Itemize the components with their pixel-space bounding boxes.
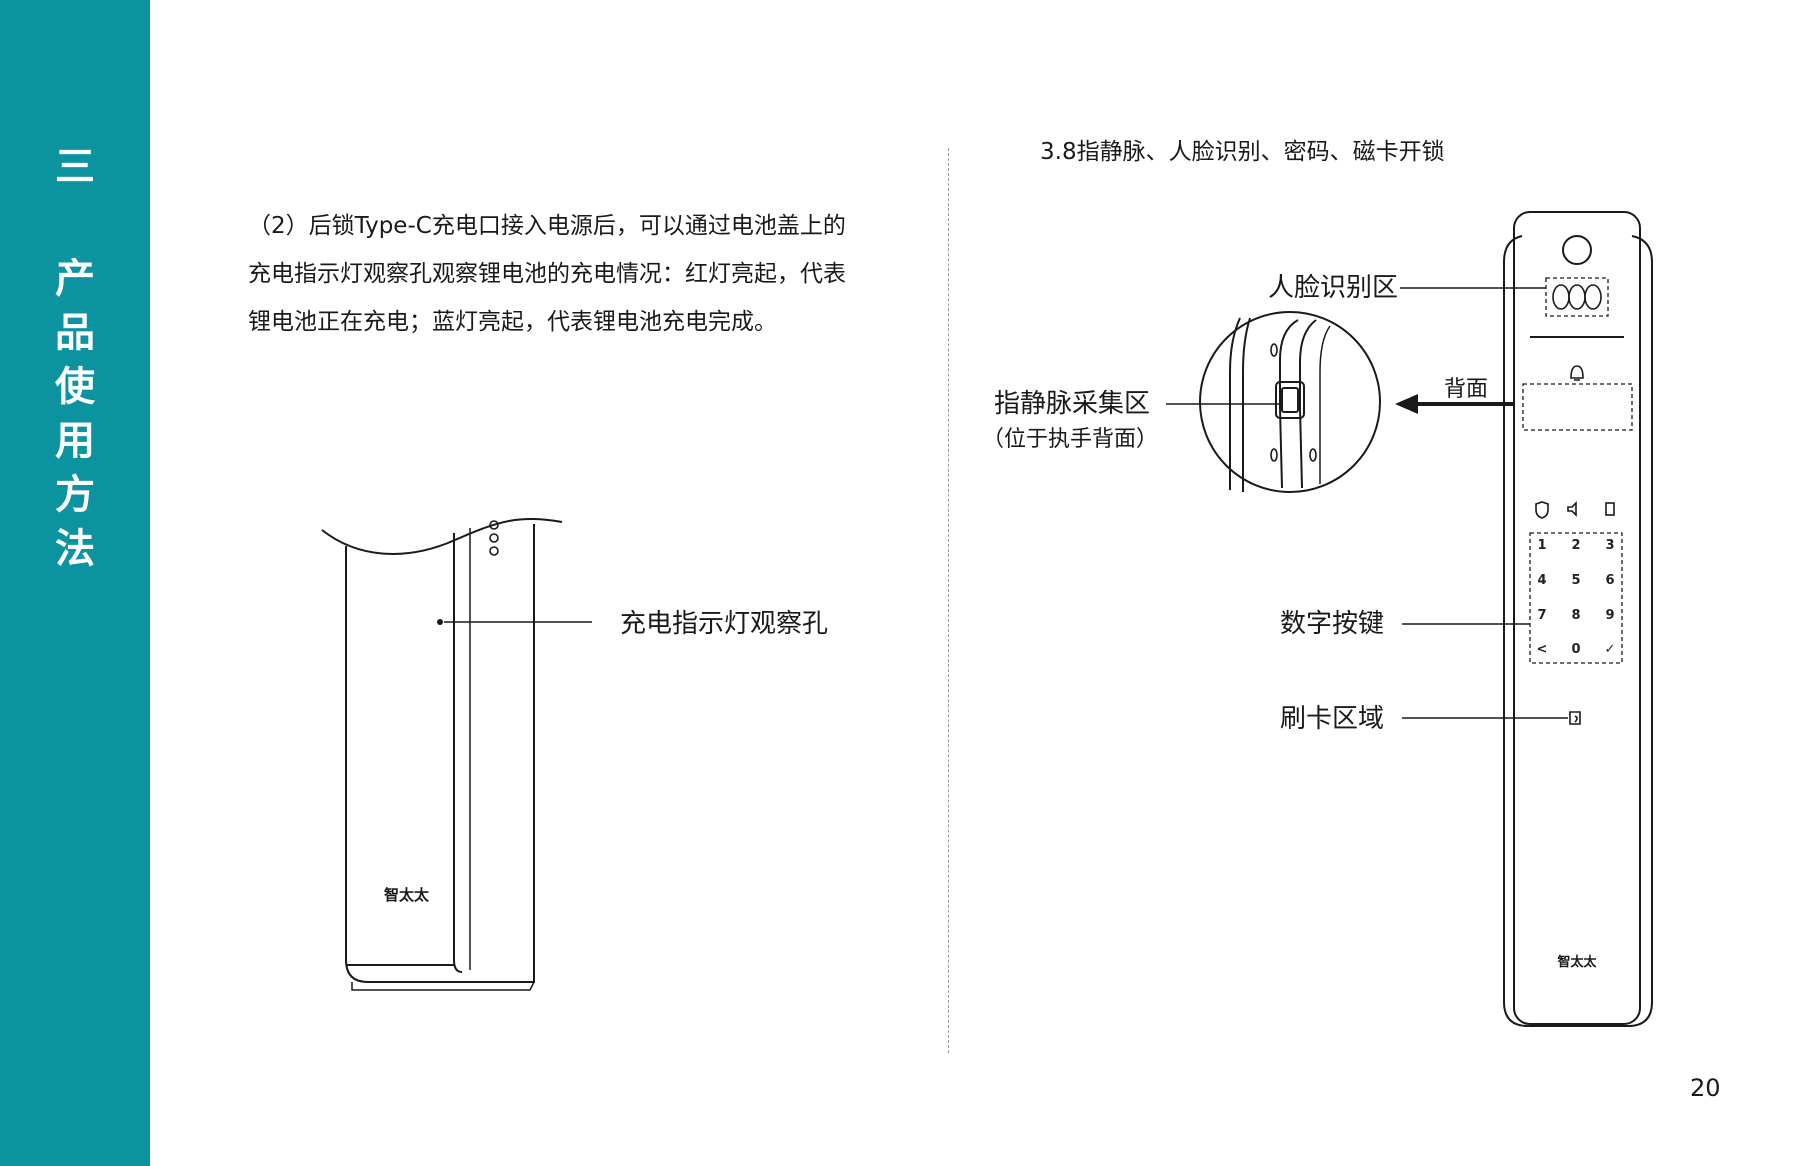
chapter-title: 产 品 使 用 方 法 (0, 252, 150, 576)
keypad-key: 9 (1605, 608, 1614, 623)
keypad-key: 5 (1571, 573, 1580, 588)
face-zone-label: 人脸识别区 (1268, 273, 1398, 303)
chapter-title-char: 使 (55, 364, 95, 410)
arrow-head-icon (1395, 394, 1418, 414)
screw-icon (1309, 448, 1317, 462)
face-sensor (1552, 284, 1570, 310)
brand-logo: 智太太 (384, 886, 430, 904)
back-label: 背面 (1444, 377, 1488, 402)
section-heading: 3.8指静脉、人脸识别、密码、磁卡开锁 (1040, 139, 1445, 165)
card-reader-icon (1569, 711, 1581, 725)
keypad-key: 3 (1605, 538, 1614, 553)
speaker-icon (1567, 501, 1577, 517)
chapter-number: 三 (55, 144, 95, 190)
chapter-title-char: 方 (55, 472, 95, 518)
keypad-key: 2 (1571, 538, 1580, 553)
screw-icon (1270, 343, 1278, 357)
bell-icon (1570, 365, 1584, 381)
keypad-key: ✓ (1605, 642, 1616, 657)
keypad-zone (1529, 532, 1623, 664)
keypad-key: 4 (1537, 573, 1546, 588)
screw-icon (1270, 448, 1278, 462)
page-number: 20 (1690, 1074, 1721, 1102)
keypad-key: < (1537, 642, 1548, 657)
indicator-dot (489, 520, 499, 530)
display-zone (1522, 383, 1633, 431)
face-recognition-zone (1545, 277, 1609, 317)
vein-zone-label: 指静脉采集区 (994, 389, 1150, 419)
shield-icon (1535, 501, 1549, 519)
rear-lock-illustration (321, 518, 563, 991)
camera-icon (1562, 235, 1592, 265)
charging-instructions: （2）后锁Type-C充电口接入电源后，可以通过电池盖上的充电指示灯观察孔观察锂… (248, 213, 846, 335)
keypad-label: 数字按键 (1280, 609, 1384, 639)
chapter-title-char: 品 (55, 310, 95, 356)
indicator-dot (489, 533, 499, 543)
column-divider (948, 148, 949, 1053)
keypad-key: 1 (1537, 538, 1546, 553)
chapter-title-char: 法 (55, 526, 95, 572)
keypad-key: 8 (1571, 608, 1580, 623)
indicator-dot (489, 546, 499, 556)
battery-icon (1605, 502, 1615, 516)
vein-zone-note: （位于执手背面） (982, 427, 1158, 452)
chapter-sidebar: 三 产 品 使 用 方 法 (0, 0, 150, 1166)
face-sensor (1584, 284, 1602, 310)
keypad-key: 6 (1605, 573, 1614, 588)
keypad-key: 0 (1571, 642, 1580, 657)
chapter-title-char: 产 (55, 256, 95, 302)
keypad-key: 7 (1537, 608, 1546, 623)
chapter-title-char: 用 (55, 418, 95, 464)
brand-logo: 智太太 (1557, 954, 1597, 970)
front-lock-illustration (1503, 211, 1653, 1027)
card-zone-label: 刷卡区域 (1280, 704, 1384, 734)
charging-light-label: 充电指示灯观察孔 (620, 609, 828, 639)
vein-magnifier (1199, 311, 1381, 493)
face-sensor (1568, 284, 1586, 310)
charging-light-hole (437, 619, 443, 625)
